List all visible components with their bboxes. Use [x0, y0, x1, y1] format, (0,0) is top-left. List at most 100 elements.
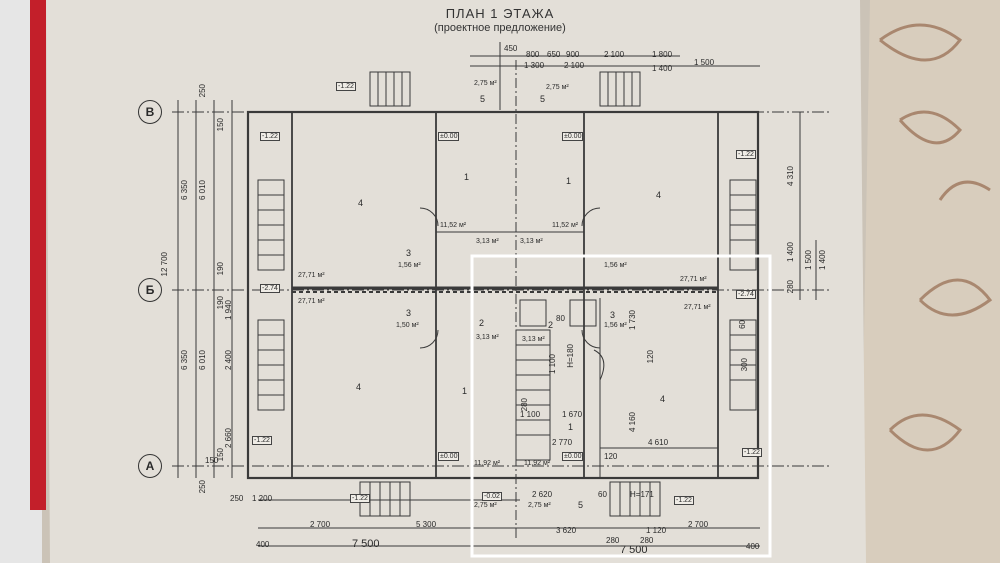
bottom-dim: 280: [606, 536, 620, 545]
level-mark: ±0.00: [438, 132, 460, 141]
top-dim: 650: [547, 50, 561, 59]
room-number: 1: [464, 172, 470, 182]
inner-dim: 80: [556, 314, 565, 323]
room-area: 3,13 м²: [522, 336, 545, 343]
bottom-dim: 1 200: [252, 494, 273, 503]
inner-dim: 2 770: [552, 438, 573, 447]
inner-dim: 120: [646, 350, 655, 364]
inner-dim: 300: [740, 358, 749, 372]
right-dim: 1 400: [818, 250, 827, 271]
room-area: 11,52 м²: [552, 222, 579, 229]
bottom-dim: 280: [640, 536, 654, 545]
bottom-dim: 7 500: [620, 544, 648, 556]
level-mark: -1.22: [736, 150, 756, 159]
room-number: 1: [462, 386, 468, 396]
stair-height: H=171: [630, 490, 654, 499]
room-number: 4: [660, 394, 666, 404]
room-area: 27,71 м²: [680, 276, 707, 283]
top-dim: 2 100: [564, 61, 585, 70]
room-number: 4: [358, 198, 364, 208]
level-mark: -1.22: [674, 496, 694, 505]
bottom-dim: 2 700: [688, 520, 709, 529]
room-area: 11,92 м²: [524, 460, 551, 467]
left-dim: 2 400: [224, 350, 233, 371]
inner-dim: 1 730: [628, 310, 637, 331]
room-area: 2,75 м²: [546, 84, 569, 91]
top-dim: 1 800: [652, 50, 673, 59]
room-number: 5: [578, 500, 584, 510]
left-dim: 6 350: [180, 180, 189, 201]
bottom-dim: 7 500: [352, 538, 380, 550]
room-number: 4: [356, 382, 362, 392]
room-area: 2,75 м²: [474, 80, 497, 87]
paper-sheet: [46, 0, 866, 563]
axis-marker-v: В: [138, 100, 162, 124]
room-area: 1,56 м²: [398, 262, 421, 269]
bottom-dim: 1 120: [646, 526, 667, 535]
level-mark: -1.22: [260, 132, 280, 141]
inner-dim: 4 160: [628, 412, 637, 433]
level-mark: -1.22: [350, 494, 370, 503]
inner-dim: 1 670: [562, 410, 583, 419]
room-area: 2,75 м²: [474, 502, 497, 509]
room-number: 2: [548, 320, 554, 330]
left-dim: 12 700: [160, 252, 169, 277]
right-dim: 4 310: [786, 166, 795, 187]
room-number: 4: [656, 190, 662, 200]
room-area: 27,71 м²: [298, 298, 325, 305]
inner-dim: 280: [520, 398, 529, 412]
room-area: 1,50 м²: [396, 322, 419, 329]
left-dim: 190: [216, 262, 225, 276]
room-area: 2,75 м²: [528, 502, 551, 509]
bottom-dim: 400: [746, 542, 760, 551]
room-number: 2: [479, 318, 485, 328]
plan-title: ПЛАН 1 ЭТАЖА: [445, 6, 555, 21]
room-area: 1,56 м²: [604, 322, 627, 329]
right-dim: 1 500: [804, 250, 813, 271]
inner-dim: 1 100: [548, 354, 557, 375]
level-mark: -2.74: [736, 290, 756, 299]
level-mark: ±0.00: [562, 132, 584, 141]
top-dim: 900: [566, 50, 580, 59]
inner-dim: 1 100: [520, 410, 541, 419]
bottom-dim: 2 620: [532, 490, 553, 499]
room-area: 3,13 м²: [520, 238, 543, 245]
room-area: 3,13 м²: [476, 238, 499, 245]
left-dim: 6 350: [180, 350, 189, 371]
room-number: 1: [568, 422, 574, 432]
top-dim: 450: [504, 44, 518, 53]
level-mark: -2.74: [260, 284, 280, 293]
left-dim: 2 660: [224, 428, 233, 449]
plan-lines: [172, 42, 830, 547]
inner-dim: 60: [598, 490, 607, 499]
right-dim: 1 400: [786, 242, 795, 263]
plan-subtitle: (проектное предложение): [434, 22, 566, 34]
room-number: 3: [406, 308, 412, 318]
left-dim: 250: [198, 480, 207, 494]
inner-dim: 4 610: [648, 438, 669, 447]
bottom-dim: 3 620: [556, 526, 577, 535]
room-area: 3,13 м²: [476, 334, 499, 341]
top-dim: 2 100: [604, 50, 625, 59]
axis-marker-a: А: [138, 454, 162, 478]
room-number: 1: [566, 176, 572, 186]
level-mark: ±0.00: [438, 452, 460, 461]
left-dim: 250: [198, 84, 207, 98]
inner-dim: 60: [738, 320, 747, 329]
left-dim: 190: [216, 296, 225, 310]
left-dim: 150: [216, 118, 225, 132]
room-number: 3: [610, 310, 616, 320]
bottom-dim: 250: [230, 494, 244, 503]
inner-dim: 120: [604, 452, 618, 461]
room-number: 3: [406, 248, 412, 258]
room-area: 11,92 м²: [474, 460, 501, 467]
axis-marker-b: Б: [138, 278, 162, 302]
level-mark: -1.22: [252, 436, 272, 445]
top-dim: 1 400: [652, 64, 673, 73]
stair-height: H=180: [566, 344, 575, 368]
left-dim: 1 940: [224, 300, 233, 321]
red-cover: [30, 0, 46, 510]
bottom-dim: 5 300: [416, 520, 437, 529]
room-number: 5: [480, 94, 486, 104]
